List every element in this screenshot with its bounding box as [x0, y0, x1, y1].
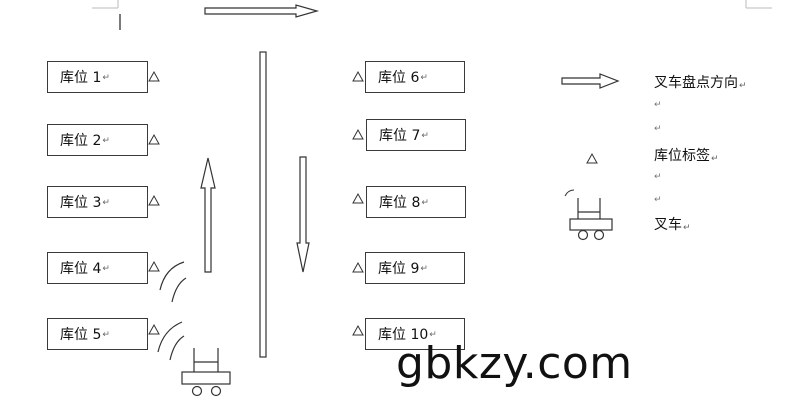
signal-arc — [157, 321, 183, 353]
paragraph-mark: ↵ — [683, 223, 691, 233]
slot-3: 库位 3↵ — [47, 186, 148, 218]
slot-2: 库位 2↵ — [47, 124, 148, 156]
paragraph-mark: ↵ — [654, 195, 662, 205]
paragraph-mark: ↵ — [102, 264, 110, 274]
legend-text: 库位标签 — [654, 148, 710, 164]
slot-tag-triangles — [148, 70, 364, 336]
paragraph-mark: ↵ — [654, 100, 662, 110]
paragraph-mark: ↵ — [102, 73, 110, 83]
slot-label: 库位 1 — [60, 70, 102, 86]
legend-tag-label: 库位标签↵ — [654, 145, 719, 165]
slot-label: 库位 6 — [378, 70, 420, 86]
central-aisle — [259, 51, 267, 358]
legend-direction-label: 叉车盘点方向↵ — [654, 72, 747, 92]
legend-forklift-label: 叉车↵ — [654, 214, 691, 234]
legend-forklift-icon — [564, 189, 613, 241]
paragraph-mark: ↵ — [654, 172, 662, 182]
slot-label: 库位 4 — [60, 261, 102, 277]
slot-8: 库位 8↵ — [366, 186, 466, 218]
tag-triangle — [352, 128, 364, 140]
tag-triangle — [148, 323, 160, 335]
slot-10: 库位 10↵ — [365, 318, 465, 350]
legend-text: 叉车 — [654, 217, 682, 233]
slot-1: 库位 1↵ — [47, 61, 148, 93]
slot-7: 库位 7↵ — [366, 119, 466, 151]
paragraph-mark: ↵ — [102, 136, 110, 146]
legend-direction-arrow — [561, 73, 620, 89]
slot-5: 库位 5↵ — [47, 318, 148, 350]
tag-triangle — [148, 194, 160, 206]
up-lane-arrow — [200, 157, 216, 273]
slot-label: 库位 3 — [60, 195, 102, 211]
slot-label: 库位 9 — [378, 261, 420, 277]
watermark: gbkzy.com — [396, 338, 633, 389]
paragraph-mark: ↵ — [654, 124, 662, 134]
slot-label: 库位 8 — [379, 195, 421, 211]
paragraph-mark: ↵ — [421, 198, 429, 208]
paragraph-mark: ↵ — [739, 81, 747, 91]
tag-triangle — [352, 70, 364, 82]
slot-label: 库位 2 — [60, 133, 102, 149]
paragraph-mark: ↵ — [421, 131, 429, 141]
slot-6: 库位 6↵ — [365, 61, 465, 93]
slot-label: 库位 5 — [60, 327, 102, 343]
tag-triangle — [148, 133, 160, 145]
paragraph-mark: ↵ — [102, 330, 110, 340]
legend-tag-triangle — [586, 152, 598, 164]
page-corner-right — [745, 0, 772, 9]
paragraph-mark: ↵ — [420, 73, 428, 83]
paragraph-mark: ↵ — [429, 330, 437, 340]
slot-9: 库位 9↵ — [365, 252, 465, 284]
down-lane-arrow — [296, 156, 310, 273]
slot-label: 库位 10 — [378, 327, 429, 343]
signal-arc — [171, 277, 187, 303]
slot-label: 库位 7 — [379, 128, 421, 144]
tag-triangle — [352, 261, 364, 273]
page-corner-left — [92, 0, 119, 9]
slot-4: 库位 4↵ — [47, 252, 148, 284]
paragraph-mark: ↵ — [711, 154, 719, 164]
signal-arc — [159, 261, 185, 291]
tag-triangle — [352, 324, 364, 336]
signal-arc — [169, 335, 185, 361]
forklift-icon — [181, 348, 231, 397]
top-direction-arrow — [204, 4, 320, 18]
tag-triangle — [148, 70, 160, 82]
tag-triangle — [148, 260, 160, 272]
legend-text: 叉车盘点方向 — [654, 75, 738, 91]
paragraph-mark: ↵ — [420, 264, 428, 274]
tag-triangle — [352, 192, 364, 204]
paragraph-mark: ↵ — [102, 198, 110, 208]
